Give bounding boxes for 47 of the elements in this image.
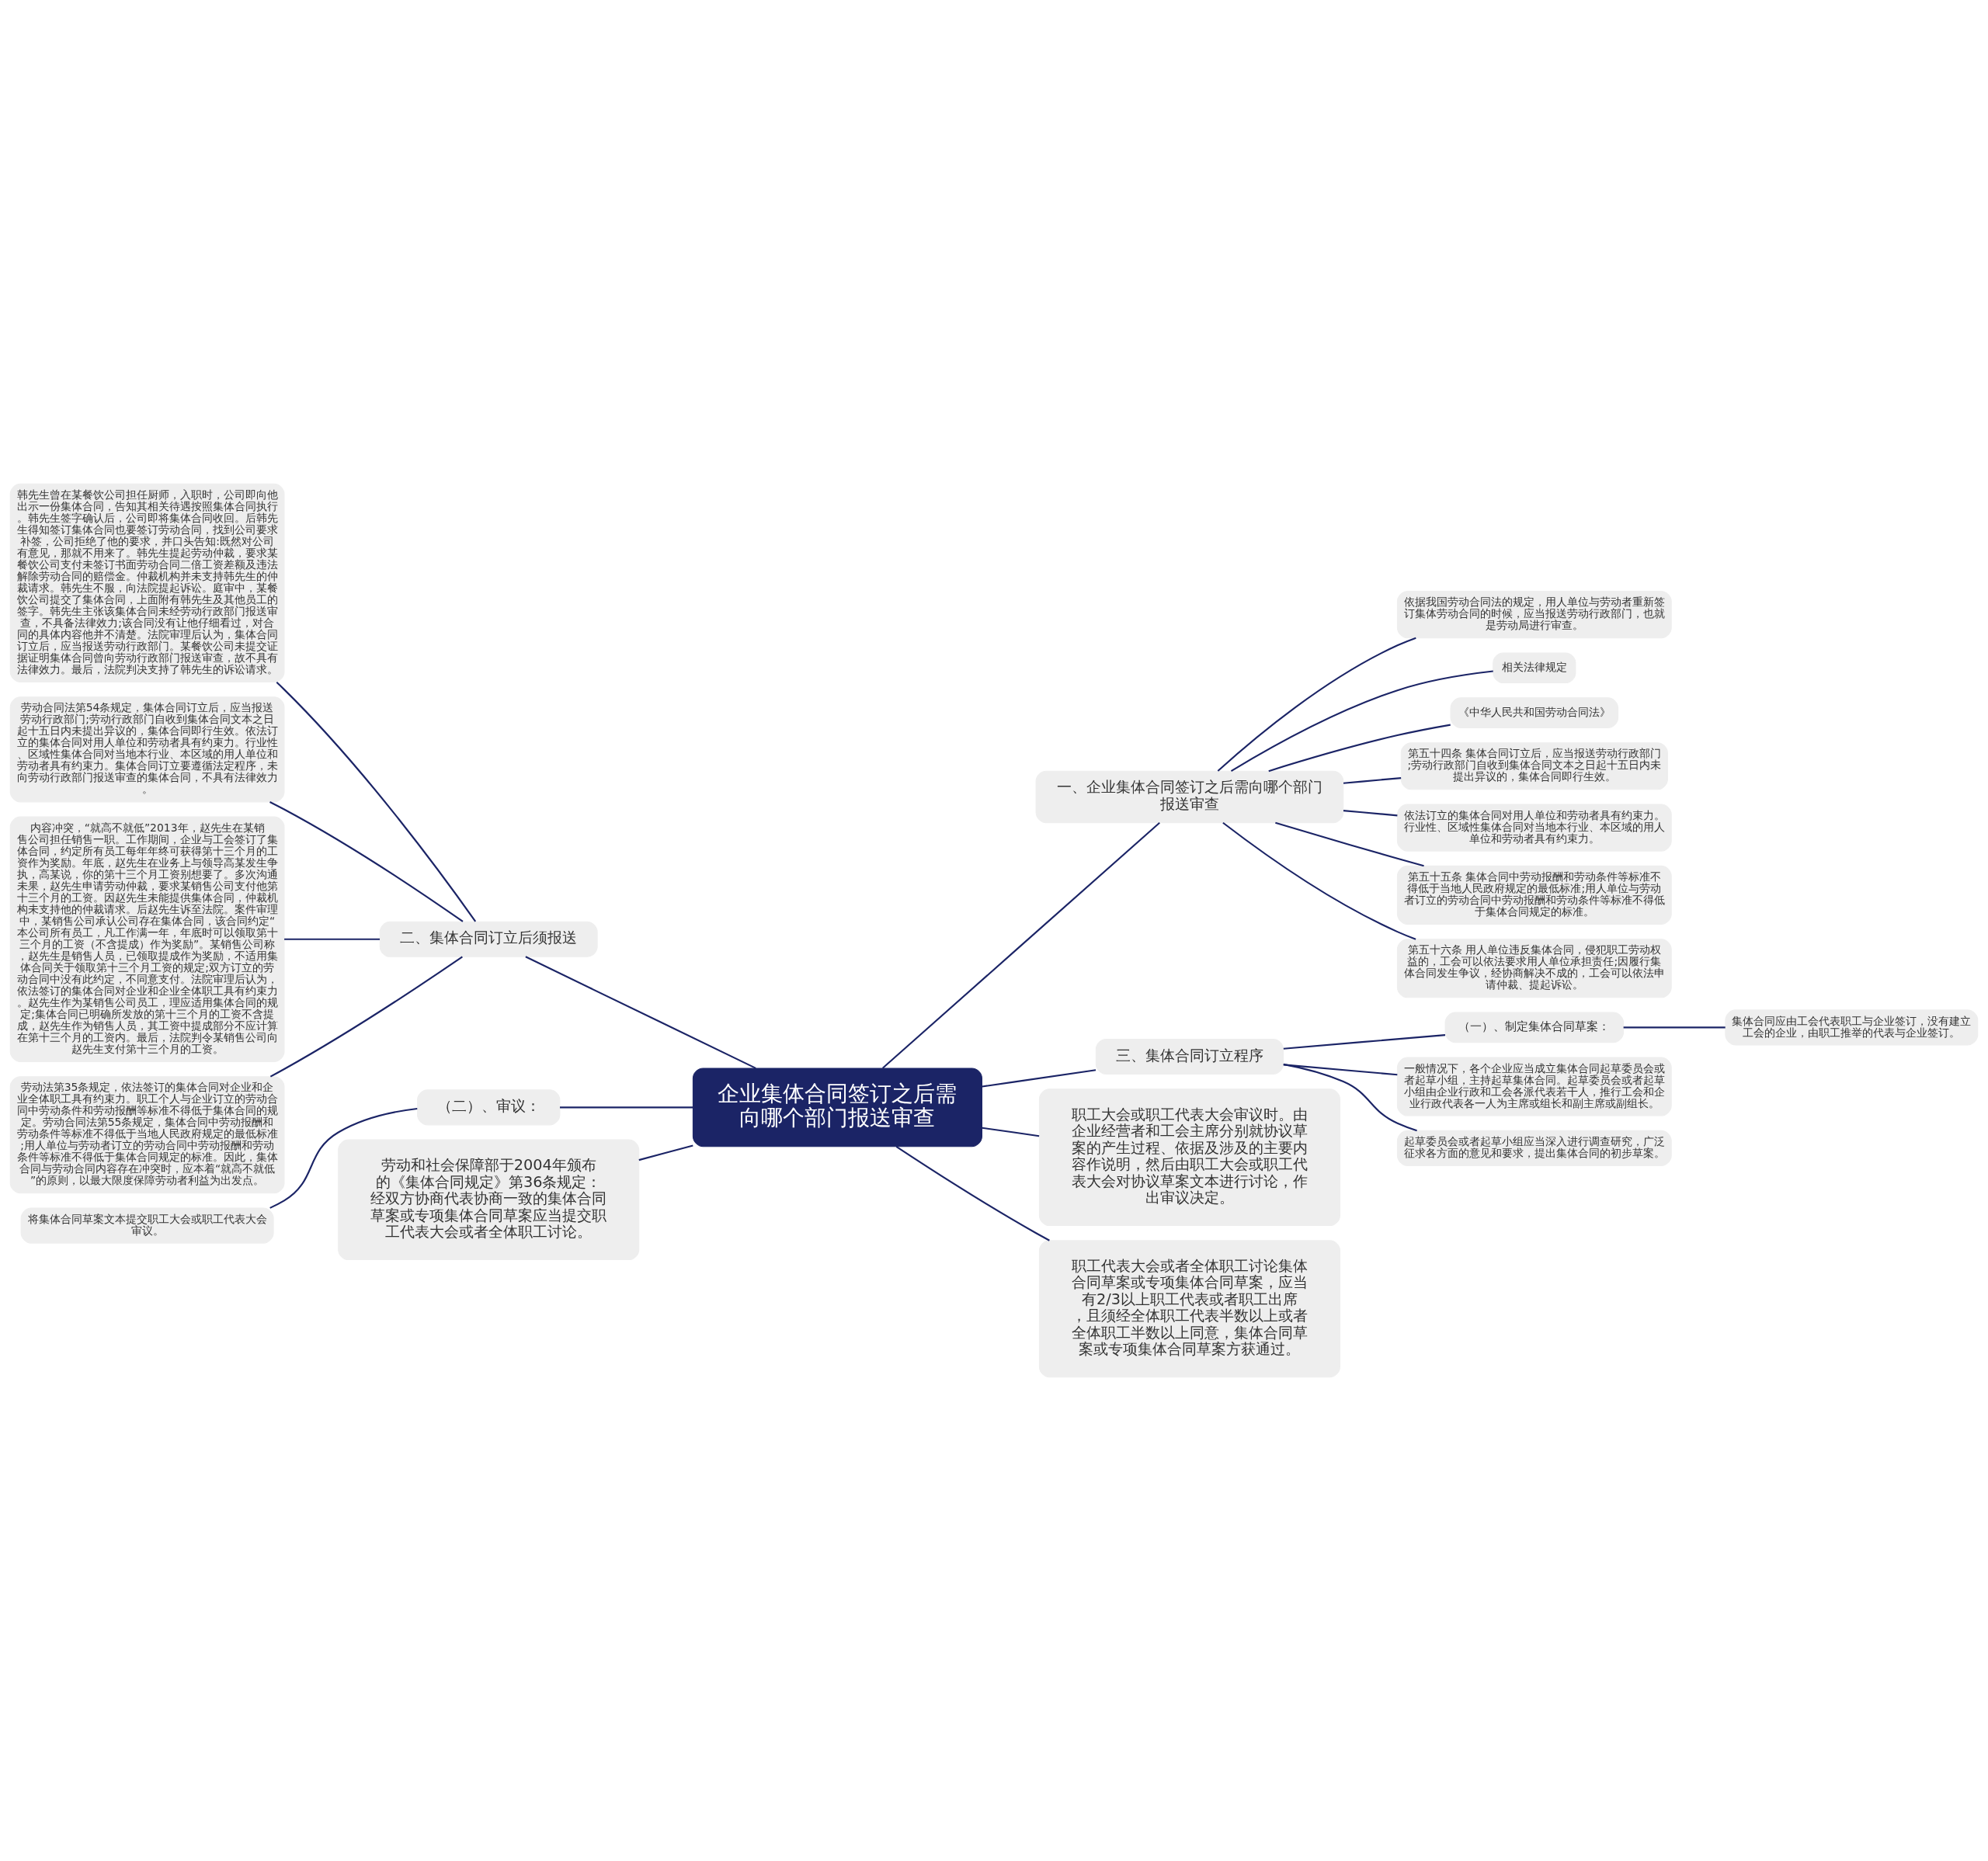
node-box: 内容冲突，“就高不就低”2013年，赵先生在某销售公司担任销售一职。工作期间，企业与工会签订了集体合同，约定所有员工每年年终可获得第十三个月的工资作为奖励。年底，赵先生在业务上与领导高某发生争执，高某说，你的第十三个月工资别想要了。多次沟通未果，赵先生申请劳动仲裁，要求某销售公司支付他第十三个月的工资。因赵先生未能提供集体合同，仲裁机构未支持他的仲裁请求。后赵先生诉至法院。案件审理中，某销售公司承认公司存在集体合同，该合同约定“本公司所有员工，凡工作满一年，年底时可以领取第十三个月的工资（不含提成）作为奖励”。某销售公司称，赵先生是销售人员，已领取提成作为奖励，不适用集体合同关于领取第十三个月工资的规定;双方订立的劳动合同中没有此约定，不同意支付。法院审理后认为，依法签订的集体合同对企业和企业全体职工具有约束力。赵先生作为某销售公司员工，理应适用集体合同的规定;集体合同已明确所发放的第十三个月的工资不含提成，赵先生作为销售人员，其工资中提成部分不应计算在第十三个月的工资内。最后，法院判令某销售公司向赵先生支付第十三个月的工资。: [9, 816, 285, 1062]
node-box: 企业集体合同签订之后需向哪个部门报送审查: [692, 1068, 982, 1148]
connector: [560, 1106, 693, 1109]
connector: [269, 956, 463, 1078]
node-box: 职工大会或职工代表大会审议时。由企业经营者和工会主席分别就协议草案的产生过程、依据及涉及的主要内容作说明，然后由职工大会或职工代表大会对协议草案文本进行讨论，作出审议决定。: [1038, 1088, 1340, 1227]
connector: [881, 822, 1160, 1069]
connector: [982, 1069, 1097, 1088]
connector: [269, 1107, 418, 1209]
node-box: 第五十四条 集体合同订立后，应当报送劳动行政部门;劳动行政部门自收到集体合同文本之日起十五日内未提出异议的，集体合同即行生效。: [1400, 742, 1668, 790]
node-box: 《中华人民共和国劳动合同法》: [1450, 697, 1619, 728]
node-box: 劳动和社会保障部于2004年颁布的《集体合同规定》第36条规定：经双方协商代表协商一致的集体合同草案或专项集体合同草案应当提交职工代表大会或者全体职工讨论。: [338, 1139, 640, 1261]
connector: [1222, 821, 1416, 940]
node-box: 相关法律规定: [1493, 652, 1576, 684]
connector: [982, 1127, 1040, 1137]
connector: [1343, 777, 1402, 784]
node-box: 二、集体合同订立后须报送: [379, 921, 598, 957]
connector: [1268, 724, 1451, 773]
node-box: 一般情况下，各个企业应当成立集体合同起草委员会或者起草小组，主持起草集体合同。起草委员会或者起草小组由企业行政和工会各派代表若干人，推行工会和企业行政代表各一人为主席或组长和副主席或副组长。: [1396, 1057, 1672, 1116]
node-box: 职工代表大会或者全体职工讨论集体合同草案或专项集体合同草案，应当有2/3以上职工代表或者职工出席，且须经全体职工代表半数以上或者全体职工半数以上同意，集体合同草案或专项集体合同草案方获通过。: [1038, 1240, 1340, 1378]
connector: [1283, 1034, 1446, 1050]
connector: [1283, 1064, 1398, 1076]
connector: [1623, 1026, 1726, 1029]
node-box: 集体合同应由工会代表职工与企业签订，没有建立工会的企业，由职工推举的代表与企业签订。: [1725, 1009, 1979, 1046]
node-box: 第五十六条 用人单位违反集体合同，侵犯职工劳动权益的，工会可以依法要求用人单位承担责任;因履行集体合同发生争议，经协商解决不成的，工会可以依法申请仲裁、提起诉讼。: [1396, 939, 1672, 998]
node-box: 三、集体合同订立程序: [1095, 1038, 1284, 1075]
connector: [284, 938, 381, 940]
connector: [1283, 1063, 1417, 1132]
node-box: 韩先生曾在某餐饮公司担任厨师，入职时，公司即向他出示一份集体合同，告知其相关待遇按照集体合同执行。韩先生签字确认后，公司即将集体合同收回。后韩先生得知签订集体合同也要签订劳动合同，找到公司要求补签，公司拒绝了他的要求，并口头告知:既然对公司有意见，那就不用来了。韩先生提起劳动仲裁，要求某餐饮公司支付未签订书面劳动合同二倍工资差额及违法解除劳动合同的赔偿金。仲裁机构并未支持韩先生的仲裁请求。韩先生不服，向法院提起诉讼。庭审中，某餐饮公司提交了集体合同，上面附有韩先生及其他员工的签字。韩先生主张该集体合同未经劳动行政部门报送审查，不具备法律效力;该合同没有让他仔细看过，对合同的具体内容他并不清楚。法院审理后认为，集体合同订立后，应当报送劳动行政部门。某餐饮公司未提交证据证明集体合同曾向劳动行政部门报送审查，故不具有法律效力。最后，法院判决支持了韩先生的诉讼请求。: [9, 483, 285, 682]
node-box: 劳动法第35条规定，依法签订的集体合同对企业和企业全体职工具有约束力。职工个人与企业订立的劳动合同中劳动条件和劳动报酬等标准不得低于集体合同的规定。劳动合同法第55条规定，集体合同中劳动报酬和劳动条件等标准不得低于当地人民政府规定的最低标准;用人单位与劳动者订立的劳动合同中劳动报酬和劳动条件等标准不得低于集体合同规定的标准。因此，集体合同与劳动合同内容存在冲突时，应本着“就高不就低”的原则，以最大限度保障劳动者利益为出发点。: [9, 1076, 285, 1194]
node-box: 一、企业集体合同签订之后需向哪个部门报送审查: [1035, 770, 1344, 824]
node-box: （一）、制定集体合同草案：: [1444, 1012, 1625, 1043]
node-box: 依法订立的集体合同对用人单位和劳动者具有约束力。行业性、区域性集体合同对当地本行业、本区域的用人单位和劳动者具有约束力。: [1396, 804, 1672, 852]
connector: [1217, 637, 1416, 772]
node-box: 依据我国劳动合同法的规定，用人单位与劳动者重新签订集体劳动合同的时候，应当报送劳动行政部门，也就是劳动局进行审查。: [1396, 591, 1672, 639]
node-box: 起草委员会或者起草小组应当深入进行调查研究，广泛征求各方面的意见和要求，提出集体合同的初步草案。: [1396, 1130, 1672, 1166]
connector: [525, 956, 756, 1069]
connector: [895, 1145, 1050, 1241]
connector: [1230, 670, 1493, 773]
connector: [638, 1144, 693, 1161]
node-box: （二）、审议：: [417, 1089, 561, 1126]
connector: [269, 800, 464, 922]
node-box: 将集体合同草案文本提交职工大会或职工代表大会审议。: [20, 1207, 274, 1244]
node-box: 第五十五条 集体合同中劳动报酬和劳动条件等标准不得低于当地人民政府规定的最低标准;用人单位与劳动者订立的劳动合同中劳动报酬和劳动条件等标准不得低于集体合同规定的标准。: [1396, 865, 1672, 925]
connector: [1275, 821, 1424, 867]
connector: [276, 682, 477, 922]
node-box: 劳动合同法第54条规定，集体合同订立后，应当报送劳动行政部门;劳动行政部门自收到集体合同文本之日起十五日内未提出异议的，集体合同即行生效。依法订立的集体合同对用人单位和劳动者具有约束力。行业性、区域性集体合同对当地本行业、本区域的用人单位和劳动者具有约束力。集体合同订立要遵循法定程序，未向劳动行政部门报送审查的集体合同，不具有法律效力。: [9, 696, 285, 803]
connector: [1343, 810, 1398, 817]
